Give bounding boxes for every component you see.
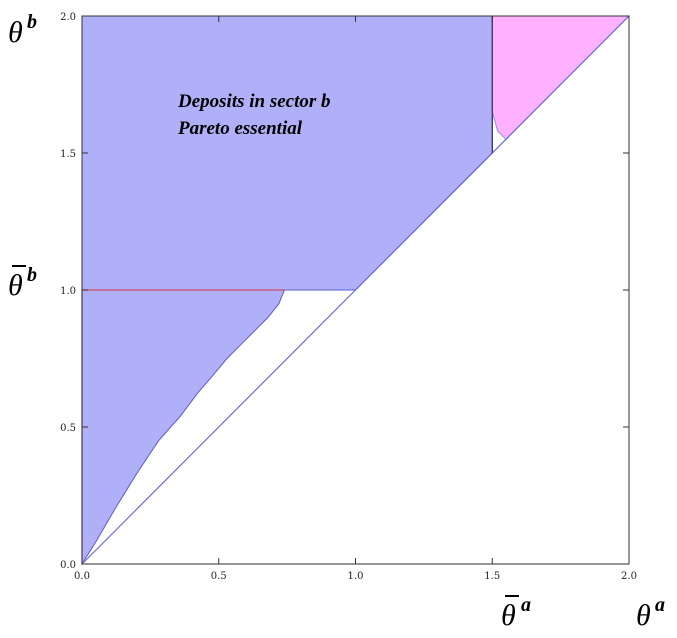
region-blue-upper (81, 15, 493, 291)
xbar-theta-symbol: θ (501, 599, 516, 632)
x-tick-label: 2.0 (621, 571, 637, 582)
y-axis-theta-symbol: θ (8, 16, 23, 49)
x-tick-label: 0.5 (211, 571, 227, 582)
line-diagonal (81, 15, 630, 565)
ybar-superscript: b (27, 264, 37, 286)
region-pink (491, 15, 631, 141)
y-axis-theta-superscript: b (27, 11, 37, 33)
x-axis-theta-symbol: θ (636, 599, 651, 632)
y-tick-label: 1.0 (60, 286, 76, 297)
x-ticks: 0.0 0.5 1.0 1.5 2.0 (74, 16, 637, 582)
ybar-theta-symbol: θ (8, 269, 23, 302)
x-tick-label: 0.0 (74, 571, 90, 582)
x-tick-label: 1.5 (484, 571, 500, 582)
x-tick-label: 1.0 (348, 571, 364, 582)
y-tick-label: 2.0 (60, 12, 76, 23)
y-tick-label: 0.0 (60, 560, 76, 571)
annotation-line-2: Pareto essential (177, 118, 303, 139)
y-ticks: 0.0 0.5 1.0 1.5 2.0 (60, 12, 629, 571)
xbar-superscript: a (521, 594, 531, 616)
x-axis-theta-superscript: a (655, 594, 665, 616)
y-tick-label: 0.5 (60, 423, 76, 434)
annotation-line-1: Deposits in sector b (177, 91, 331, 112)
plot-regions (81, 15, 631, 566)
region-blue-lower (81, 289, 286, 566)
y-tick-label: 1.5 (60, 149, 76, 160)
